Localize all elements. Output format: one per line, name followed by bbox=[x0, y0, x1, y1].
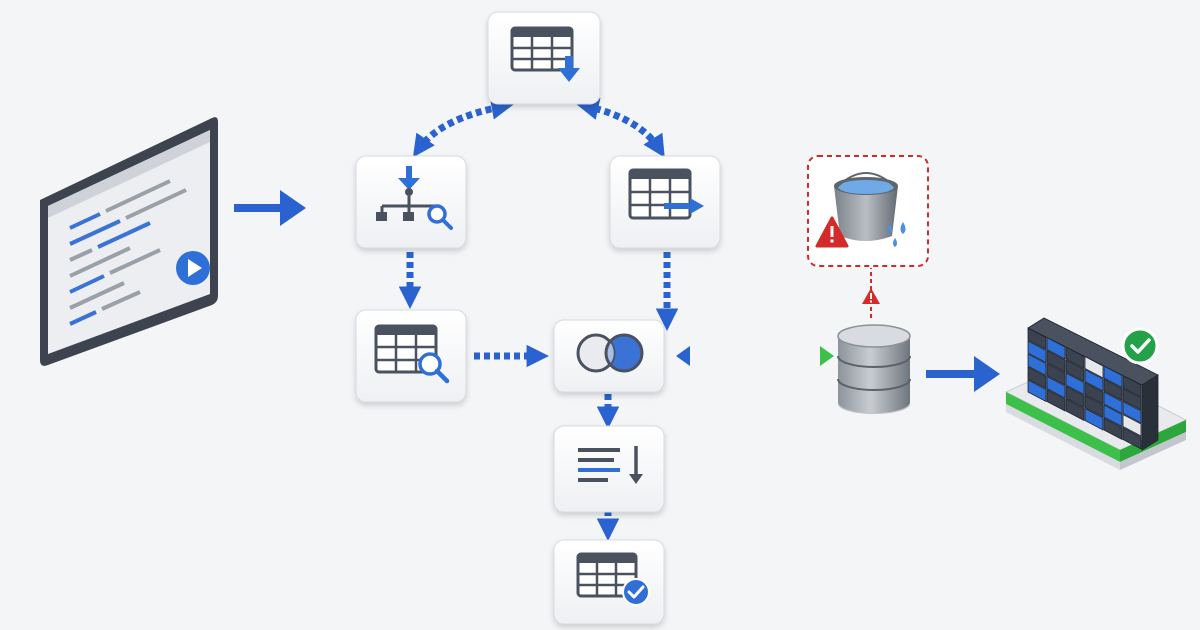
edge-database-to-warehouse bbox=[926, 356, 1000, 392]
table-right-arrow-icon bbox=[628, 168, 704, 220]
data-block bbox=[1084, 394, 1104, 418]
data-block bbox=[1065, 385, 1085, 409]
join-node[interactable] bbox=[553, 319, 665, 393]
play-button-icon[interactable] bbox=[176, 251, 210, 285]
data-block bbox=[1027, 366, 1047, 390]
data-block bbox=[1084, 381, 1104, 405]
data-block bbox=[1065, 359, 1085, 383]
table-checkmark-icon bbox=[576, 552, 650, 606]
edge-editor-to-query-plan bbox=[234, 190, 306, 226]
data-block-side bbox=[1141, 374, 1159, 451]
code-lines bbox=[69, 179, 187, 326]
data-block bbox=[1046, 362, 1066, 386]
data-block bbox=[1103, 404, 1123, 428]
data-block bbox=[1122, 413, 1142, 437]
data-block bbox=[1065, 398, 1085, 422]
data-block bbox=[1027, 340, 1047, 364]
data-block bbox=[1065, 372, 1085, 396]
data-block bbox=[1046, 375, 1066, 399]
data-block bbox=[1122, 400, 1142, 424]
edge-table-import-to-table-export bbox=[576, 97, 665, 158]
warning-icon bbox=[815, 216, 849, 248]
table-export-node[interactable] bbox=[609, 155, 721, 249]
sort-descending-icon bbox=[578, 446, 643, 484]
table-import-node[interactable] bbox=[487, 11, 601, 105]
data-block bbox=[1084, 407, 1104, 431]
data-block bbox=[1122, 426, 1142, 450]
edge-database-to-leak-alert bbox=[862, 268, 880, 318]
validated-table-node[interactable] bbox=[553, 539, 665, 625]
sort-node[interactable] bbox=[553, 425, 665, 513]
data-block bbox=[1103, 391, 1123, 415]
data-leak-alert[interactable] bbox=[807, 155, 929, 267]
leaking-bucket-icon bbox=[834, 172, 906, 247]
edge-database-to-join-head-left bbox=[676, 346, 690, 366]
data-block bbox=[1027, 379, 1047, 403]
table-magnifier-icon bbox=[374, 324, 450, 384]
data-block bbox=[1027, 353, 1047, 377]
success-check-icon bbox=[1121, 327, 1159, 365]
table-scan-node[interactable] bbox=[355, 309, 467, 403]
edges bbox=[234, 97, 1000, 541]
sql-editor-window[interactable] bbox=[40, 117, 218, 366]
edge-query-plan-to-table-import bbox=[412, 97, 514, 158]
venn-diagram-icon bbox=[576, 333, 644, 373]
data-block bbox=[1122, 387, 1142, 411]
data-block bbox=[1084, 368, 1104, 392]
data-block-grid bbox=[1027, 317, 1159, 451]
data-block bbox=[1103, 378, 1123, 402]
hierarchy-search-icon bbox=[376, 166, 453, 230]
data-block bbox=[1103, 417, 1123, 441]
database-cylinder[interactable] bbox=[837, 324, 911, 414]
data-block bbox=[1046, 349, 1066, 373]
query-plan-node[interactable] bbox=[355, 155, 467, 249]
table-down-arrow-icon bbox=[510, 26, 580, 82]
edge-database-to-join-head-right bbox=[820, 346, 834, 366]
data-warehouse-cluster[interactable] bbox=[1004, 317, 1188, 470]
data-block bbox=[1046, 388, 1066, 412]
